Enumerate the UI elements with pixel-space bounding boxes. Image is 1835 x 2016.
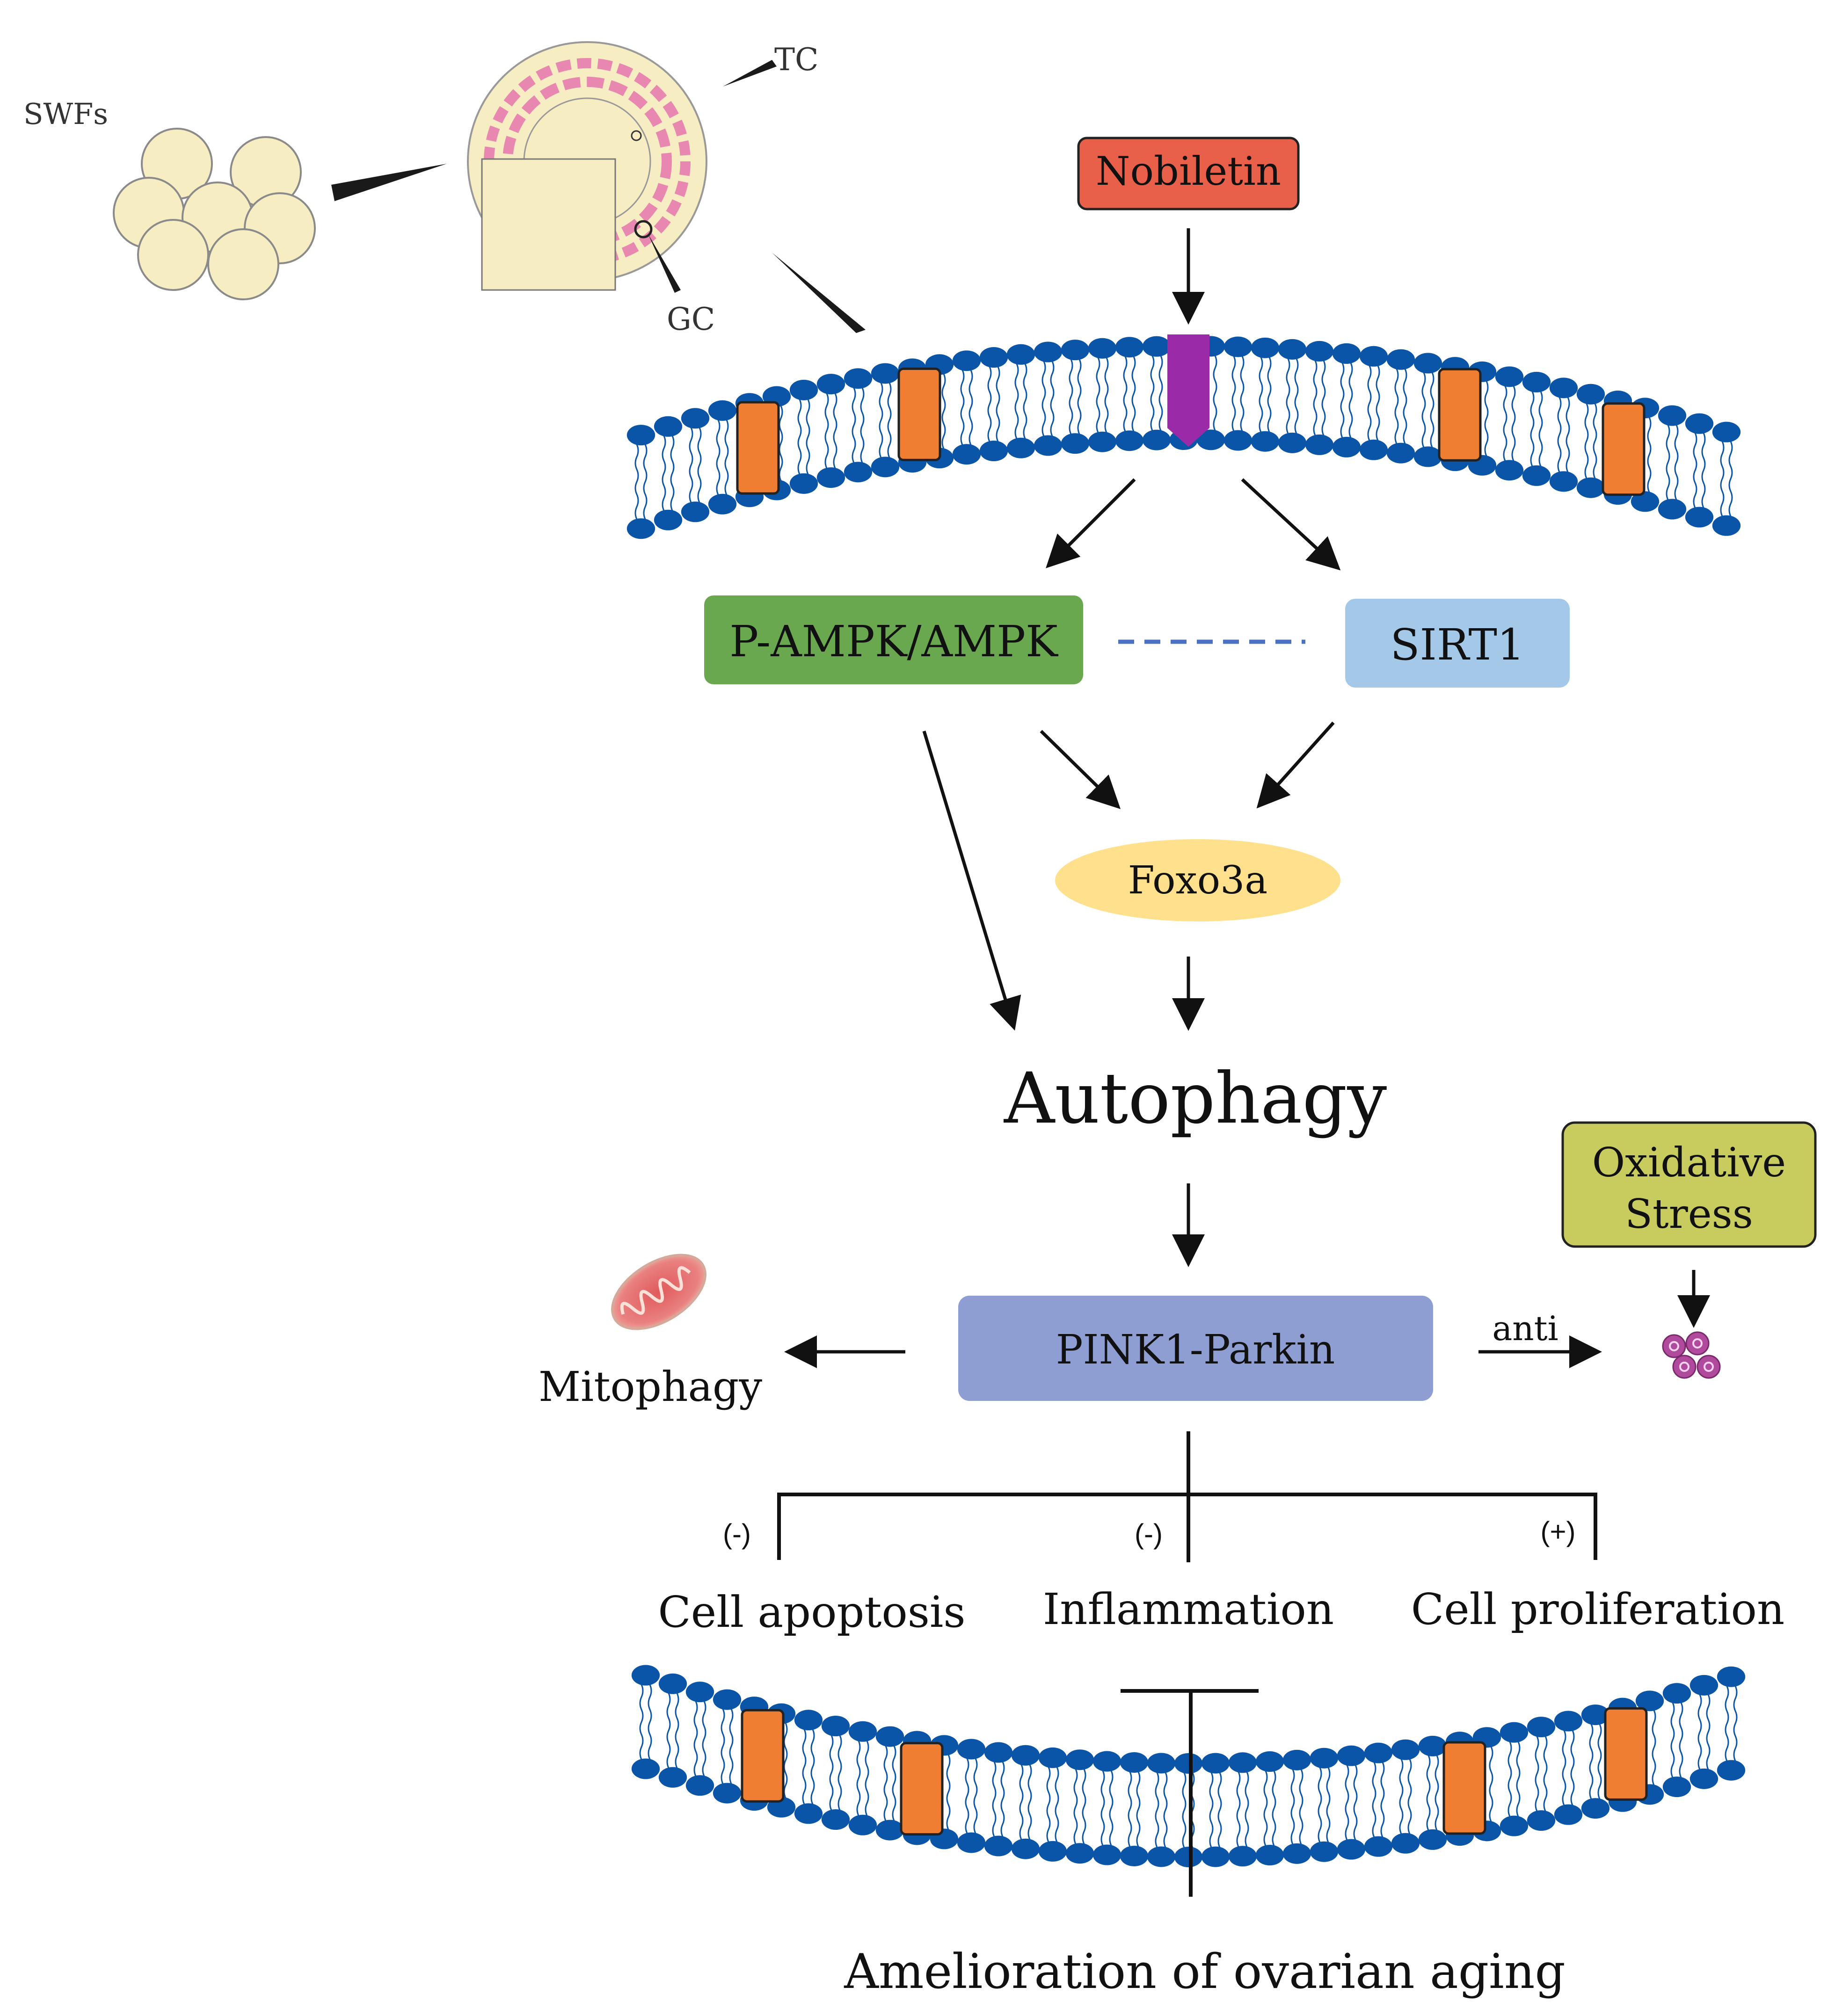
nobiletin-label: Nobiletin	[1096, 148, 1281, 194]
tc-pointer	[723, 60, 777, 87]
pampk-label: P-AMPK/AMPK	[729, 616, 1059, 667]
pampk-box	[704, 595, 1083, 684]
ros-molecule-icon	[1662, 1331, 1721, 1379]
branch-tree	[777, 1431, 1597, 1562]
cell-apoptosis-label: Cell apoptosis	[658, 1587, 965, 1637]
inflammation-label: Inflammation	[1043, 1584, 1334, 1634]
minus-sign-apoptosis: (-)	[723, 1518, 751, 1550]
autophagy-label: Autophagy	[1004, 1058, 1387, 1139]
gc-label: GC	[667, 301, 715, 337]
arrow-pampk-to-foxo3a	[1040, 730, 1121, 809]
sirt1-label: SIRT1	[1391, 620, 1525, 670]
arrow-to-pampk	[1046, 478, 1136, 568]
mitochondrion-icon	[611, 1254, 706, 1330]
pink1-parkin-box	[958, 1296, 1433, 1401]
minus-sign-inflammation: (-)	[1135, 1518, 1163, 1550]
tc-label: TC	[774, 42, 819, 78]
oxidative-label-line1: Oxidative	[1592, 1139, 1786, 1186]
arrow-pampk-to-autophagy	[922, 730, 1021, 1031]
cell-membrane-bottom	[631, 1665, 1746, 1867]
arrow-to-sirt1	[1241, 478, 1341, 571]
follicle-cluster-icon	[113, 128, 316, 300]
anti-label: anti	[1492, 1309, 1558, 1348]
pink1-parkin-label: PINK1-Parkin	[1056, 1327, 1335, 1373]
nobiletin-box	[1077, 137, 1300, 210]
foxo3a-label: Foxo3a	[1128, 858, 1267, 903]
receptor-icon	[1167, 334, 1209, 447]
follicle-icon	[467, 41, 707, 291]
cell-proliferation-label: Cell proliferation	[1411, 1584, 1784, 1634]
swfs-label: SWFs	[23, 97, 108, 131]
gc-pointer	[648, 234, 681, 293]
sirt1-box	[1345, 599, 1570, 688]
arrow-sirt1-to-foxo3a	[1256, 721, 1335, 809]
outcome-label: Amelioration of ovarian aging	[844, 1944, 1566, 2000]
mitophagy-label: Mitophagy	[539, 1363, 762, 1411]
membrane-proteins-bottom	[741, 1707, 1648, 1836]
plus-sign-proliferation: (+)	[1541, 1516, 1576, 1547]
inhibition-bar	[1121, 1689, 1259, 1897]
oxidative-label-line2: Stress	[1625, 1191, 1753, 1238]
foxo3a-ellipse	[1055, 839, 1340, 921]
pointer-wedge	[331, 164, 447, 201]
follicle-to-membrane-wedge	[772, 253, 866, 333]
oxidative-stress-box	[1561, 1121, 1817, 1248]
membrane-proteins-top	[736, 367, 1646, 496]
